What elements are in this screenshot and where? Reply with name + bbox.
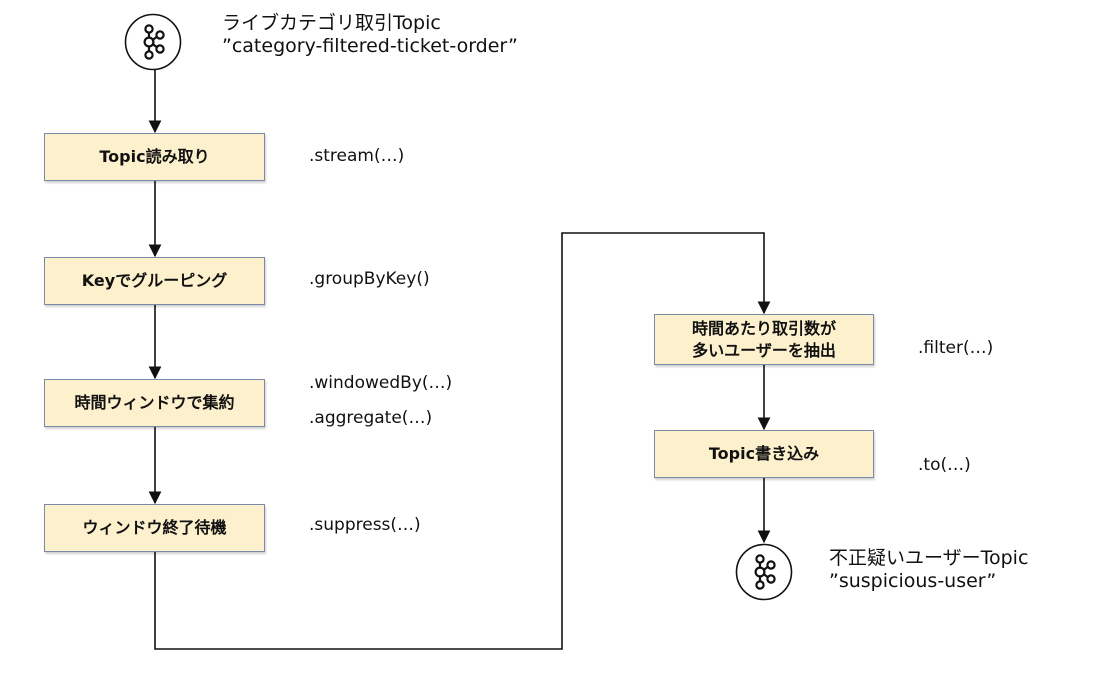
code-windowed-by: .windowedBy(…) [309,373,453,393]
sink-topic-name: ”suspicious-user” [829,570,997,592]
step-topic-write[interactable]: Topic書き込み [654,430,874,478]
source-topic-name: ”category-filtered-ticket-order” [222,35,518,57]
code-stream: .stream(…) [309,146,405,166]
kafka-icon [124,13,182,71]
code-group-by-key: .groupByKey() [309,269,430,289]
sink-topic-title: 不正疑いユーザーTopic [829,547,1029,569]
source-topic-title: ライブカテゴリ取引Topic [222,12,441,34]
step-filter-users[interactable]: 時間あたり取引数が 多いユーザーを抽出 [654,314,874,365]
arrow-step4-to-step5 [154,232,771,650]
step-window-aggregate[interactable]: 時間ウィンドウで集約 [44,379,265,427]
sink-topic-label: 不正疑いユーザーTopic ”suspicious-user” [829,547,1028,593]
code-aggregate: .aggregate(…) [309,408,433,428]
step-window-suppress[interactable]: ウィンドウ終了待機 [44,504,265,552]
code-to: .to(…) [918,455,971,475]
code-filter: .filter(…) [918,338,994,358]
code-suppress: .suppress(…) [309,515,421,535]
step-group-by-key[interactable]: Keyでグルーピング [44,257,265,305]
source-topic-label: ライブカテゴリ取引Topic ”category-filtered-ticket… [222,12,518,58]
kafka-icon [735,543,793,601]
step-topic-read[interactable]: Topic読み取り [44,133,265,181]
